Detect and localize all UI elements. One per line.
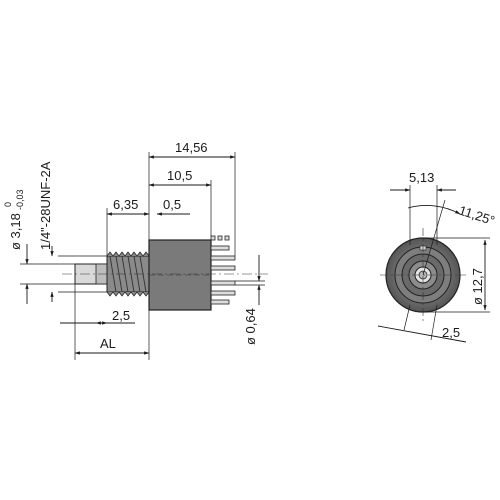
dim-shaft-tol-lower: -0,03 (15, 189, 25, 210)
dim-body-length: 10,5 (167, 168, 192, 183)
dim-index-angle: 11,25° (457, 203, 497, 229)
dim-shaft-tol-upper: 0 (3, 202, 13, 207)
front-view: 5,13 11,25° ø 12,7 2,5 (377, 170, 497, 343)
dim-front-diameter: ø 12,7 (470, 268, 485, 305)
dim-thread-spec: 1/4"-28UNF-2A (38, 161, 53, 250)
dim-gap: 0,5 (163, 197, 181, 212)
dim-shaft-diameter: ø 3,18 (8, 213, 23, 250)
dim-front-width: 5,13 (409, 170, 434, 185)
dim-actuator-length: AL (100, 336, 116, 351)
side-view: 14,56 10,5 6,35 0,5 2,5 AL ø 0,64 ø 3,18 (3, 140, 268, 360)
dim-overall-length: 14,56 (175, 140, 208, 155)
dim-front-offset: 2,5 (442, 325, 460, 340)
dim-thread-length: 6,35 (113, 197, 138, 212)
pins (210, 235, 236, 305)
dim-thread-tip: 2,5 (112, 308, 130, 323)
dim-pin-diameter: ø 0,64 (243, 308, 258, 345)
